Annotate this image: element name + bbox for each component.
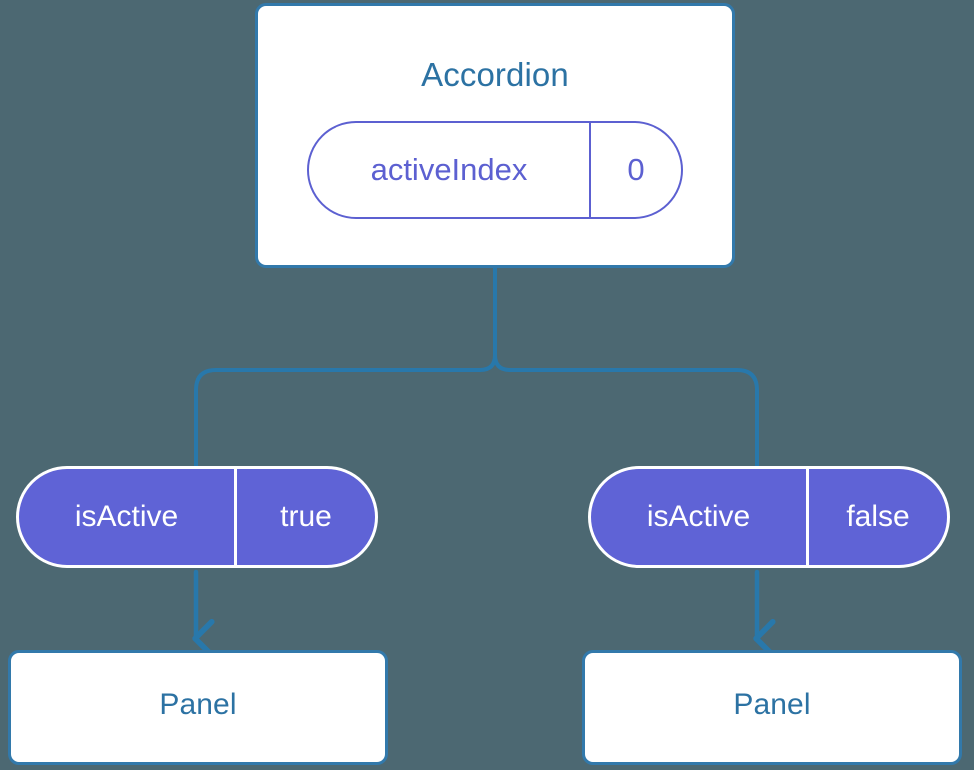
panel-component-card-right[interactable]: Panel: [582, 650, 962, 765]
prop-pill-left-key: isActive: [74, 500, 179, 533]
connector-trunk-right-elbow: [493, 353, 512, 372]
panel-title-left: Panel: [159, 687, 237, 721]
state-pill-activeindex-key: activeIndex: [370, 152, 528, 187]
prop-pill-left-value: true: [234, 469, 375, 565]
connector-branch-left: [194, 368, 482, 472]
connector-trunk: [478, 266, 497, 372]
prop-pill-isactive-false[interactable]: isActive false: [588, 466, 950, 568]
panel-component-card-left[interactable]: Panel: [8, 650, 388, 765]
state-pill-activeindex-value: 0: [589, 123, 681, 217]
accordion-title: Accordion: [421, 56, 569, 93]
connector-branch-right: [508, 368, 759, 472]
prop-pill-isactive-true[interactable]: isActive true: [16, 466, 378, 568]
state-pill-activeindex[interactable]: activeIndex 0: [307, 121, 683, 219]
prop-pill-right-value: false: [806, 469, 947, 565]
panel-title-right: Panel: [733, 687, 811, 721]
prop-pill-right-key: isActive: [646, 500, 751, 533]
